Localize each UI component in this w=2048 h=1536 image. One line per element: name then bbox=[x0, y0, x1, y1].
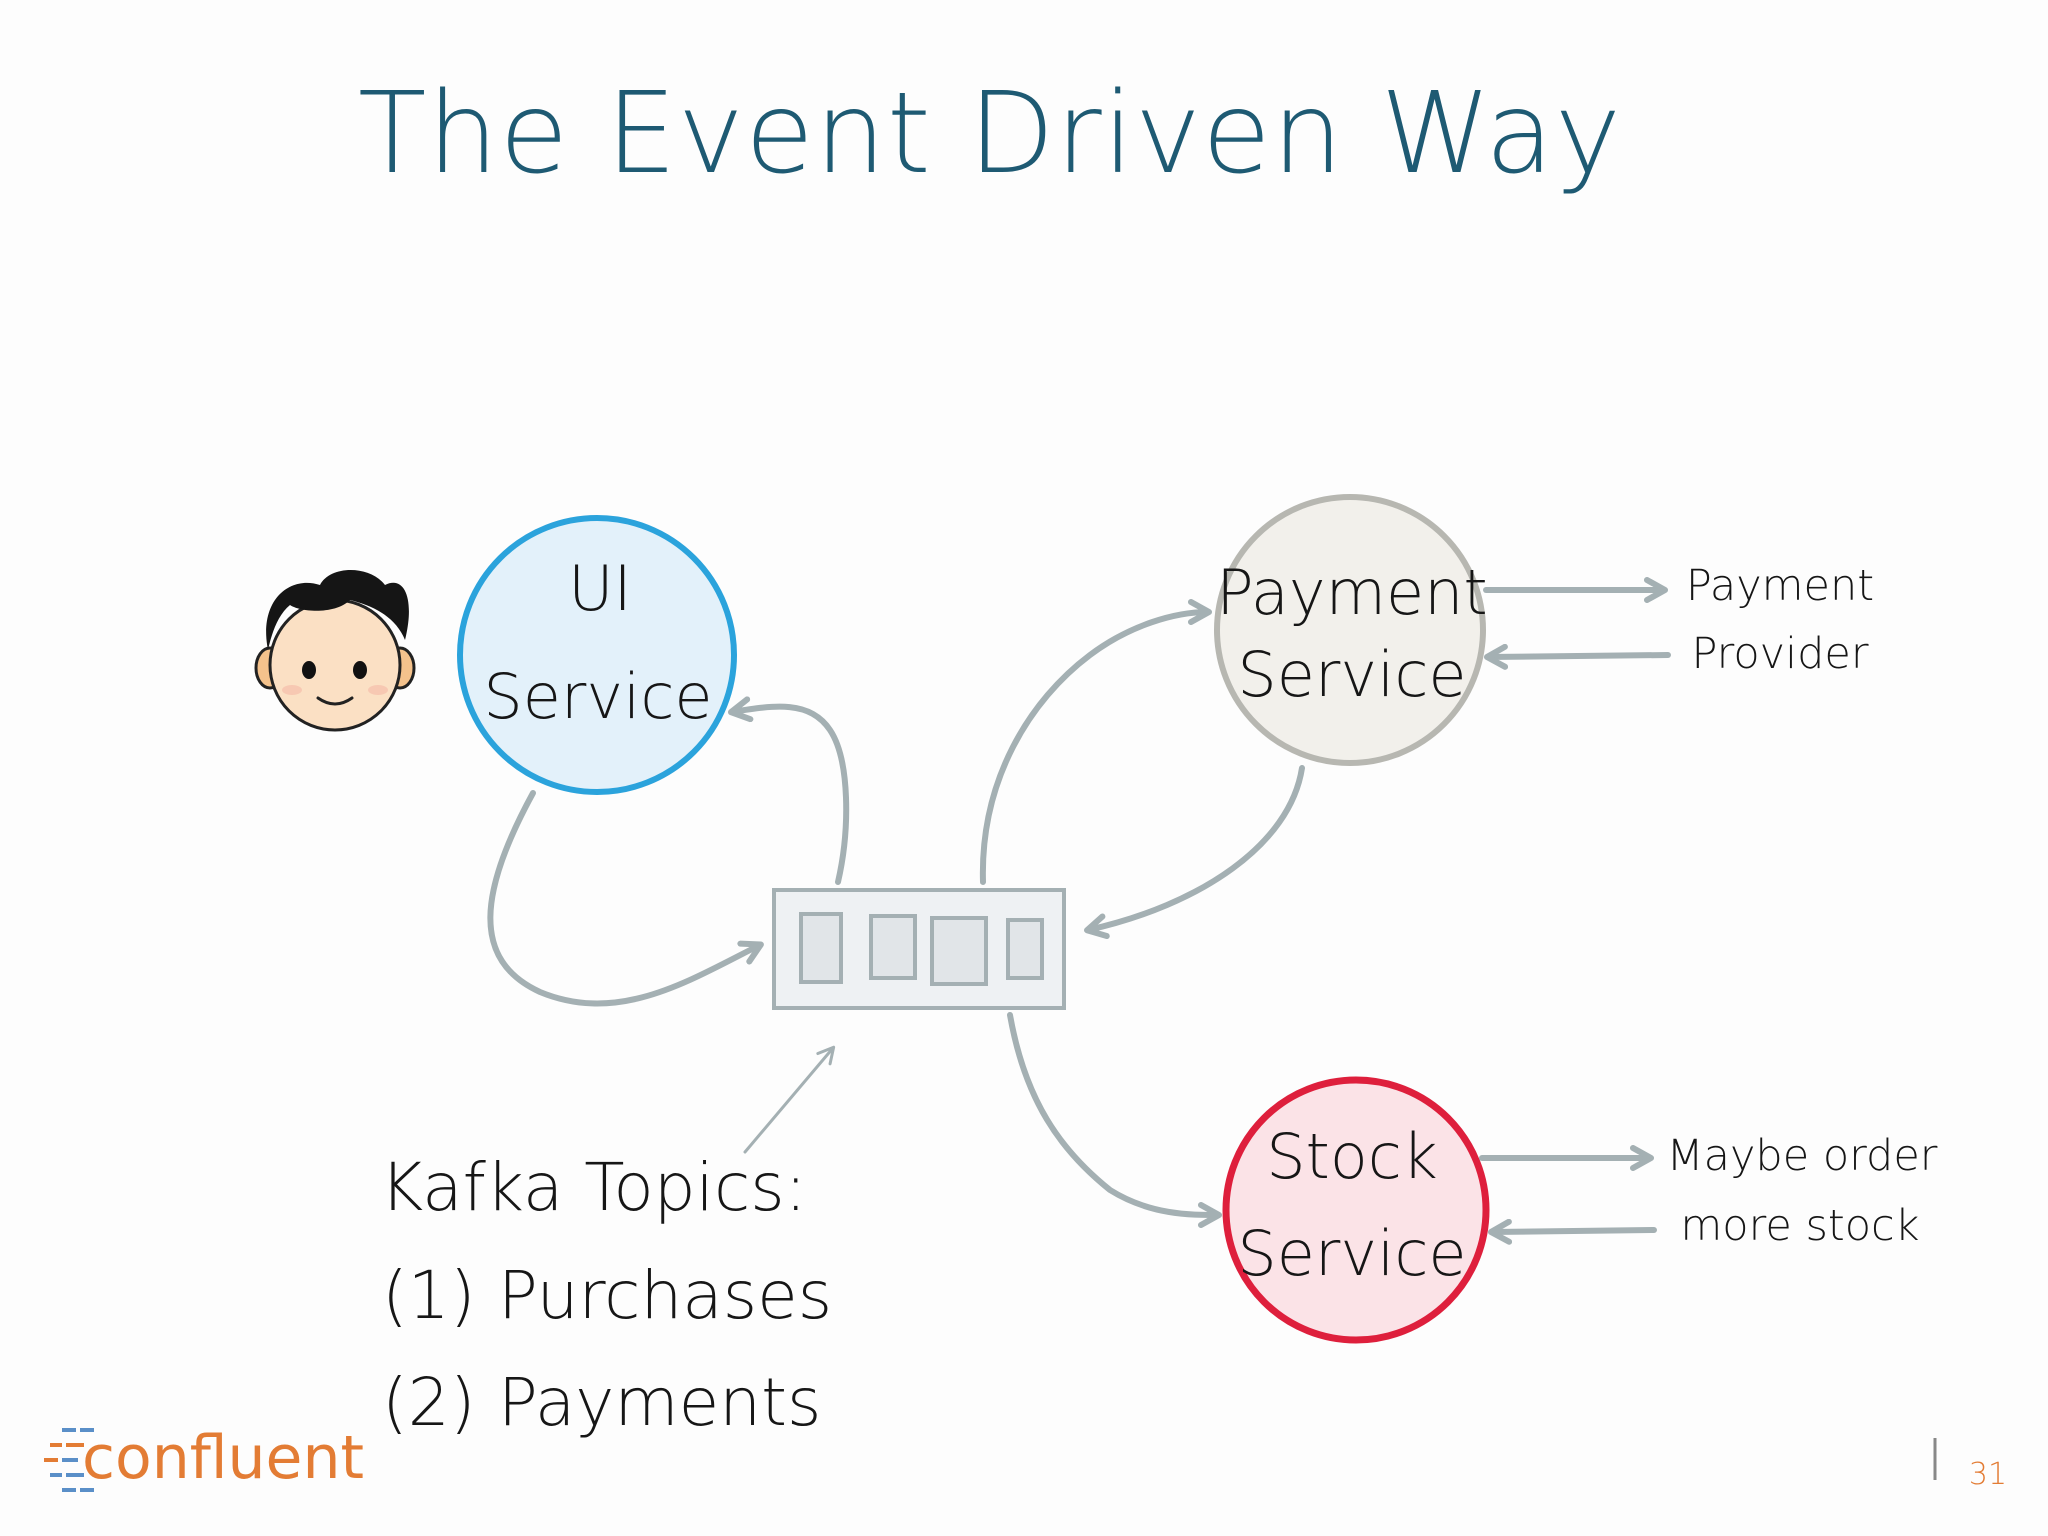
kafka-topic-1-number: (1) bbox=[382, 1257, 476, 1334]
ui-service-label-line2: Service bbox=[483, 660, 712, 733]
kafka-topic-2-number: (2) bbox=[382, 1364, 476, 1441]
payment-provider-label-line1: Payment bbox=[1686, 561, 1874, 611]
stock-service-label-line1: Stock bbox=[1266, 1120, 1438, 1193]
kafka-topics-heading: Kafka Topics: bbox=[380, 1149, 807, 1226]
provider-to-payment-arrow bbox=[1484, 643, 1671, 670]
ui-to-topics-arrow bbox=[487, 790, 764, 1007]
topics-to-payment-arrow bbox=[979, 599, 1212, 885]
stock-service-node: Stock Service bbox=[1222, 1076, 1490, 1344]
payment-service-label-line2: Service bbox=[1237, 638, 1466, 711]
payment-provider-label-line2: Provider bbox=[1691, 629, 1868, 679]
payment-service-label-line1: Payment bbox=[1216, 556, 1487, 629]
kafka-topic-queue-icon bbox=[772, 888, 1066, 1010]
stock-note-label-line1: Maybe order bbox=[1667, 1131, 1938, 1181]
confluent-logo-icon bbox=[44, 1428, 94, 1492]
stock-note-label-line2: more stock bbox=[1680, 1201, 1919, 1251]
user-avatar-icon bbox=[254, 570, 416, 732]
ui-service-label-line1: UI bbox=[568, 552, 632, 625]
kafka-label-pointer-arrow bbox=[743, 1045, 836, 1154]
confluent-logo-text: confluent bbox=[82, 1423, 364, 1493]
page-number: 31 bbox=[1969, 1457, 2007, 1492]
payment-to-topics-arrow bbox=[1084, 765, 1305, 940]
stock-service-label-line2: Service bbox=[1237, 1217, 1466, 1290]
order-to-stock-arrow bbox=[1488, 1218, 1657, 1245]
topics-to-ui-arrow bbox=[728, 696, 850, 885]
payment-service-node: Payment Service bbox=[1214, 494, 1488, 766]
kafka-topic-2-name: Payments bbox=[498, 1364, 821, 1441]
slide-title: The Event Driven Way bbox=[358, 69, 1622, 199]
kafka-topic-1-name: Purchases bbox=[498, 1257, 832, 1334]
topics-to-stock-arrow bbox=[1007, 1012, 1222, 1228]
ui-service-node: UI Service bbox=[457, 515, 737, 795]
